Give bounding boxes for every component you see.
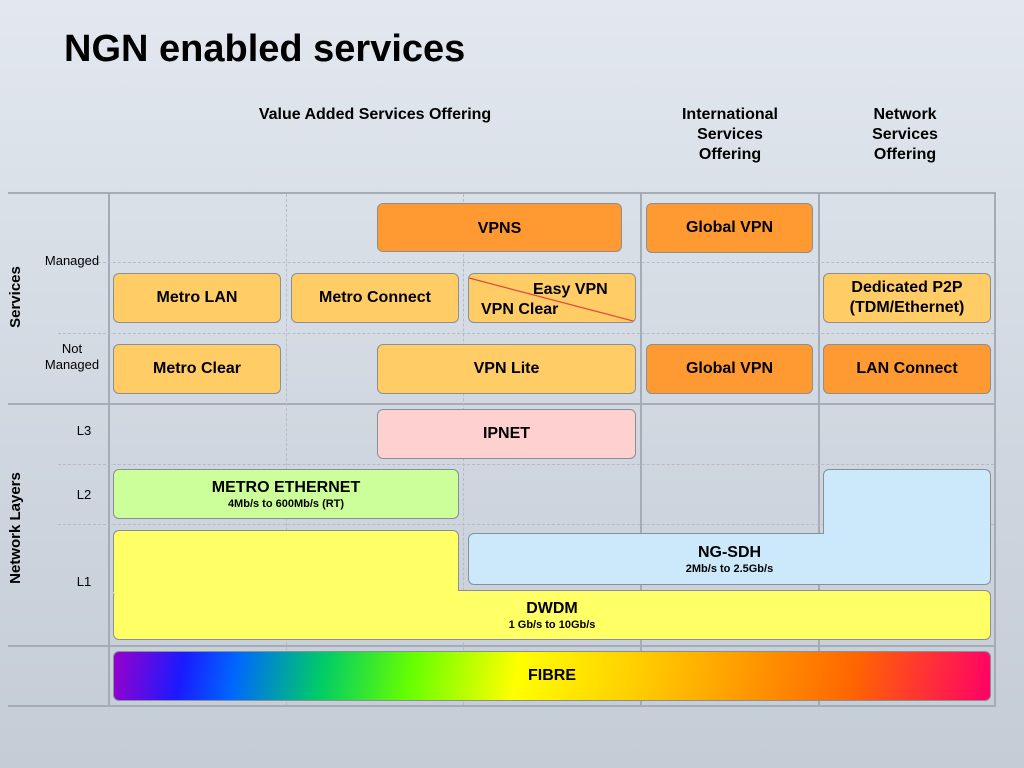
- ng-sdh-rate: 2Mb/s to 2.5Gb/s: [685, 562, 774, 575]
- ng-sdh-joint: [824, 532, 990, 538]
- column-header-international-line3: Offering: [698, 146, 762, 163]
- metro-clear-label: Metro Clear: [152, 360, 242, 377]
- dwdm-box: DWDM 1 Gb/s to 10Gb/s: [113, 590, 991, 640]
- vpn-lite-box: VPN Lite: [377, 344, 636, 394]
- dwdm-rate: 1 Gb/s to 10Gb/s: [508, 618, 596, 631]
- row-label-not-managed: Not Managed: [38, 341, 106, 373]
- lan-connect-box: LAN Connect: [823, 344, 991, 394]
- metro-ethernet-rate: 4Mb/s to 600Mb/s (RT): [227, 497, 345, 510]
- global-vpn-not-managed-box: Global VPN: [646, 344, 813, 394]
- fibre-box: FIBRE: [113, 651, 991, 701]
- vpn-lite-label: VPN Lite: [473, 360, 540, 377]
- grid-line: [8, 192, 996, 194]
- vpns-box: VPNS: [377, 203, 622, 252]
- vpn-clear-label: VPN Clear: [481, 301, 559, 318]
- ng-sdh-label: NG-SDH: [697, 543, 762, 561]
- grid-line: [8, 645, 996, 647]
- page-title: NGN enabled services: [64, 28, 466, 70]
- lan-connect-label: LAN Connect: [856, 360, 958, 377]
- side-label-network-layers: Network Layers: [7, 472, 24, 584]
- grid-dash: [58, 524, 994, 525]
- metro-ethernet-label: METRO ETHERNET: [211, 478, 361, 496]
- column-header-network-line1: Network: [873, 106, 937, 123]
- global-vpn-managed-box: Global VPN: [646, 203, 813, 253]
- ng-sdh-box: NG-SDH 2Mb/s to 2.5Gb/s: [468, 533, 991, 585]
- dwdm-extension-box: [113, 530, 459, 592]
- column-header-international-line2: Services: [697, 126, 763, 143]
- column-header-network-line3: Offering: [873, 146, 937, 163]
- dwdm-label: DWDM: [526, 599, 578, 617]
- global-vpn-managed-label: Global VPN: [685, 219, 774, 236]
- row-label-managed: Managed: [44, 253, 100, 268]
- column-header-international: International Services Offering: [650, 105, 810, 165]
- column-header-value-added: Value Added Services Offering: [258, 106, 492, 123]
- vpns-label: VPNS: [477, 220, 522, 237]
- grid-dash: [58, 464, 994, 465]
- metro-connect-label: Metro Connect: [319, 289, 431, 306]
- dedicated-p2p-line1: Dedicated P2P: [851, 279, 963, 296]
- grid-line: [818, 192, 820, 707]
- ipnet-label: IPNET: [482, 425, 531, 442]
- grid-line: [108, 192, 110, 707]
- column-header-international-line1: International: [681, 106, 778, 123]
- dwdm-joint: [114, 586, 458, 594]
- easy-vpn-label: Easy VPN: [533, 281, 608, 298]
- dedicated-p2p-box: Dedicated P2P (TDM/Ethernet): [823, 273, 991, 323]
- metro-ethernet-box: METRO ETHERNET 4Mb/s to 600Mb/s (RT): [113, 469, 459, 519]
- grid-line: [8, 705, 996, 707]
- metro-lan-box: Metro LAN: [113, 273, 281, 323]
- metro-lan-label: Metro LAN: [156, 289, 238, 306]
- grid-dash: [286, 194, 287, 705]
- grid-dash: [58, 333, 994, 334]
- column-header-network-line2: Services: [872, 126, 938, 143]
- grid-line: [994, 192, 996, 707]
- global-vpn-not-managed-label: Global VPN: [685, 360, 774, 377]
- metro-clear-box: Metro Clear: [113, 344, 281, 394]
- row-label-l3: L3: [76, 423, 92, 438]
- row-label-not-managed-line2: Managed: [44, 357, 100, 372]
- row-label-l1: L1: [76, 574, 92, 589]
- column-header-network: Network Services Offering: [840, 105, 970, 165]
- metro-connect-box: Metro Connect: [291, 273, 459, 323]
- grid-line: [8, 403, 996, 405]
- strike-line: [469, 277, 635, 322]
- fibre-label: FIBRE: [528, 667, 576, 684]
- row-label-not-managed-line1: Not: [61, 341, 83, 356]
- grid-dash: [58, 262, 994, 263]
- easy-vpn-box: Easy VPN VPN Clear: [468, 273, 636, 323]
- side-label-services: Services: [7, 266, 24, 328]
- row-label-l2: L2: [76, 487, 92, 502]
- ipnet-box: IPNET: [377, 409, 636, 459]
- grid-line: [640, 192, 642, 707]
- dedicated-p2p-line2: (TDM/Ethernet): [849, 299, 965, 316]
